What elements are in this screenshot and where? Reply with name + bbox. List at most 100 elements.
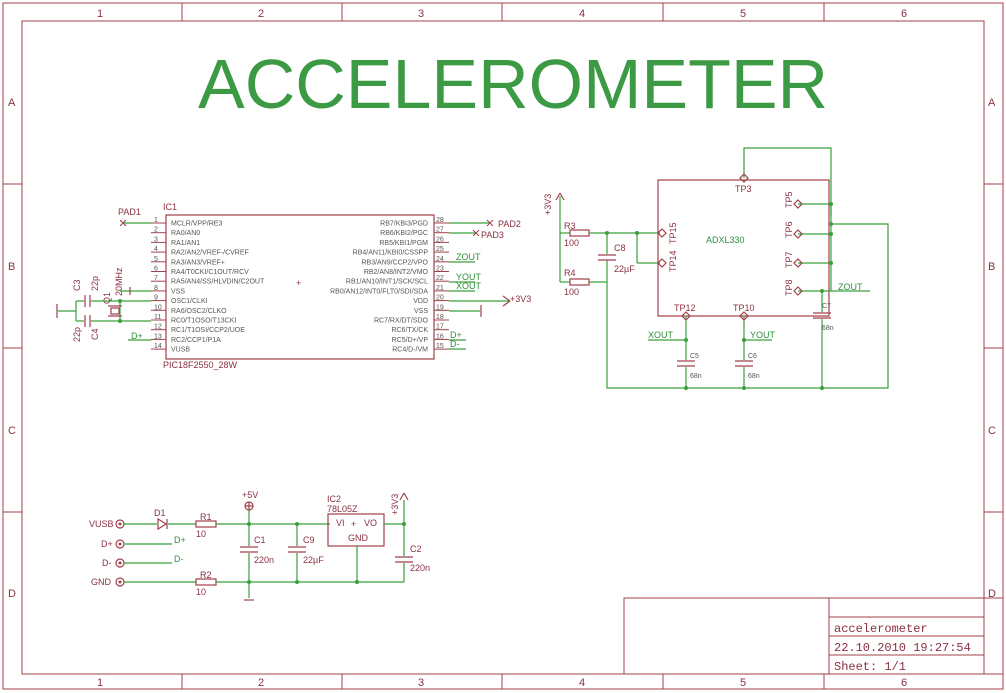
ic1-pin-name: RA0/AN0 [171,230,200,237]
tp14-label: TP14 [668,250,678,272]
ic1-pin-number: 18 [436,314,444,321]
ic1-pin-name: RB7/KBI3/PGD [380,221,428,228]
c1-value: 220n [254,555,274,565]
c9-value: 22µF [303,555,324,565]
col-label: 4 [579,677,585,689]
ic1-pin-number: 2 [154,227,158,234]
row-label: C [988,425,996,437]
pad2-testpoint[interactable]: PAD2 [449,219,521,229]
tp15[interactable]: TP15 [657,222,678,244]
c2-label: C2 [410,544,422,554]
ic1-pin-number: 6 [154,266,158,273]
net-yout: YOUT [456,272,482,282]
ps-3v3-label: +3V3 [390,494,400,515]
pad1-testpoint[interactable]: PAD1 [118,207,151,227]
ic1-pin-name: RA1/AN1 [171,240,200,247]
adxl330-label: ADXL330 [706,235,745,245]
tp8[interactable]: TP8 [784,279,803,296]
net-dplus-left: D+ [131,331,143,341]
c4-label: C4 [90,328,100,340]
r3-label: R3 [564,221,576,231]
r1-value: 10 [196,529,206,539]
tp10[interactable]: TP10 [733,303,755,321]
net-xout-adxl: XOUT [648,330,674,340]
ic2-vi: VI [336,518,345,528]
ic1-pin-name: RB0/AN12/INT0/FLT0/SDI/SDA [330,288,428,295]
pad3-label: PAD3 [481,230,504,240]
net-zout-adxl: ZOUT [838,282,863,292]
col-label: 4 [579,8,585,20]
ic1-origin-mark: + [296,278,301,288]
r2-value: 10 [196,587,206,597]
ic1-value: PIC18F2550_28W [163,360,238,370]
ic2-name: IC2 [327,494,341,504]
ic1-pin-name: RB4/AN11/KBI0/CSSPP [353,250,429,257]
tp12[interactable]: TP12 [674,303,696,321]
vusb-pad[interactable]: VUSB [89,519,125,529]
p5v-label: +5V [242,490,258,500]
tp6[interactable]: TP6 [784,221,803,239]
d1-label: D1 [154,508,166,518]
col-label: 6 [901,677,907,689]
tp14[interactable]: TP14 [657,250,678,272]
c5-value: 68n [690,373,702,380]
ic1-pin-name: RB5/KBI1/PGM [379,240,428,247]
tp5[interactable]: TP5 [784,191,803,209]
col-label: 2 [258,8,264,20]
power-supply-section[interactable]: VUSB D+ D- GND D+ D- D1 R1 10 R2 10 [89,490,430,601]
net-3v3: +3V3 [510,294,531,304]
ic2-gnd: GND [348,533,369,543]
ic1-pin-number: 9 [154,295,158,302]
ic1-pin-name: RA6/OSC2/CLKO [171,308,227,315]
gnd-pad[interactable]: GND [91,577,125,587]
ic1-pin-number: 24 [436,256,444,263]
adxl330-section[interactable]: ADXL330 ZOUT +3V3 R3 100 R4 100 [543,147,889,390]
net-dplus-usb: D+ [174,535,186,545]
q1-label: Q1 [102,292,112,304]
row-label: D [8,588,16,600]
c3-label: C3 [72,279,82,291]
ic1-pin-name: RA3/AN3/VREF+ [171,259,225,266]
pad2-label: PAD2 [498,219,521,229]
tp7[interactable]: TP7 [784,251,803,268]
tp8-label: TP8 [784,279,794,296]
c8-value: 22µF [614,264,635,274]
net-dminus: D- [450,339,460,349]
row-label: D [988,588,996,600]
c5-label: C5 [690,353,699,360]
ic1-pin-name: RA5/AN4/SS/HLVDIN/C2OUT [171,279,265,286]
ic1-pin-name: OSC1/CLKI [171,298,208,305]
tp12-label: TP12 [674,303,696,313]
crystal-oscillator[interactable]: D+ C3 22p 22p C4 Q1 20MHz [56,267,151,342]
ic1-pin-number: 16 [436,333,444,340]
ic1-pin-number: 23 [436,266,444,273]
ic1-pin-name: RB6/KBI2/PGC [380,230,428,237]
ic1-pin-number: 25 [436,246,444,253]
col-label: 6 [901,8,907,20]
dplus-pad[interactable]: D+ [101,539,125,549]
r4-label: R4 [564,268,576,278]
tp15-label: TP15 [668,222,678,244]
tp6-label: TP6 [784,221,794,238]
dminus-pad[interactable]: D- [102,558,125,568]
ic1-pin-name: RC6/TX/CK [391,327,428,334]
c8-label: C8 [614,243,626,253]
pad3-testpoint[interactable]: PAD3 [449,229,504,240]
ic1-pin-name: RA2/AN2/VREF-/CVREF [171,250,249,257]
ic1-pin-name: RC7/RX/DT/SDO [374,318,429,325]
net-dminus-usb: D- [174,554,184,564]
ic1-pin-number: 11 [154,314,161,321]
row-label: A [8,97,16,109]
tp3[interactable]: TP3 [735,173,752,194]
c9-label: C9 [303,535,315,545]
c4-value: 22p [72,327,82,342]
ic1-pin-name: RA4/T0CKI/C1OUT/RCV [171,269,249,276]
c7-label: C7 [822,303,831,310]
col-label: 5 [740,8,746,20]
ic1-pin-name: MCLR/VPP/RE3 [171,221,222,228]
pad1-label: PAD1 [118,207,141,217]
row-label: B [8,261,15,273]
net-yout-adxl: YOUT [750,330,776,340]
